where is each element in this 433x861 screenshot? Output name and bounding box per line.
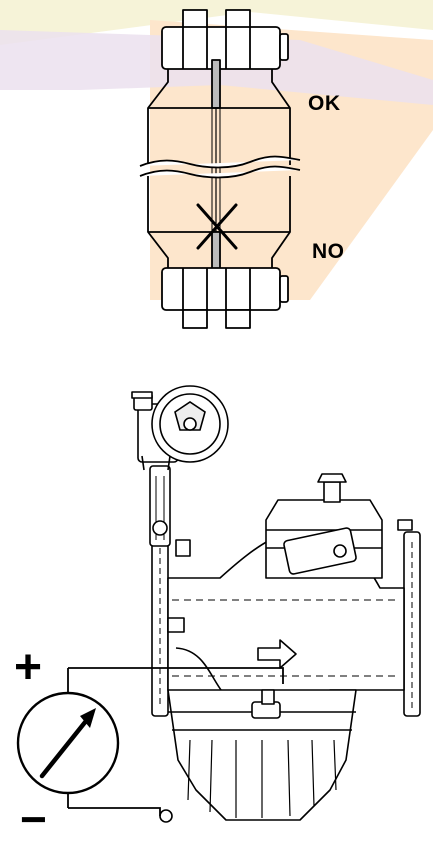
plus-sign: + — [14, 641, 43, 694]
flange-connection-drawing — [139, 9, 301, 329]
break-line-upper — [139, 155, 301, 169]
lower-bolt-left — [182, 309, 208, 329]
lower-bolt-end — [279, 275, 289, 303]
bg-tint-yellow — [0, 0, 433, 45]
lower-flange-body — [147, 176, 291, 268]
minus-sign: − — [20, 793, 48, 845]
lower-nut-block — [161, 267, 281, 311]
ok-label: OK — [308, 92, 341, 115]
cross-mark-icon — [196, 203, 238, 250]
drain-valve — [159, 809, 173, 823]
break-line-lower — [139, 165, 301, 179]
top-fitting — [323, 481, 341, 503]
upper-bolt-right — [225, 9, 251, 29]
lower-bolt-right — [225, 309, 251, 329]
upper-flange-body — [147, 69, 291, 165]
upper-bolt-left — [182, 9, 208, 29]
pilot-dial-icon — [151, 385, 229, 463]
gasket-top — [211, 59, 221, 109]
upper-bolt-end — [279, 33, 289, 61]
pressure-gauge-icon — [16, 691, 120, 795]
no-label: NO — [312, 240, 345, 263]
nameplate — [283, 527, 357, 575]
valve-assembly-drawing — [131, 391, 421, 823]
flow-direction-arrow-icon — [257, 639, 297, 669]
upper-nut-block — [161, 26, 281, 70]
